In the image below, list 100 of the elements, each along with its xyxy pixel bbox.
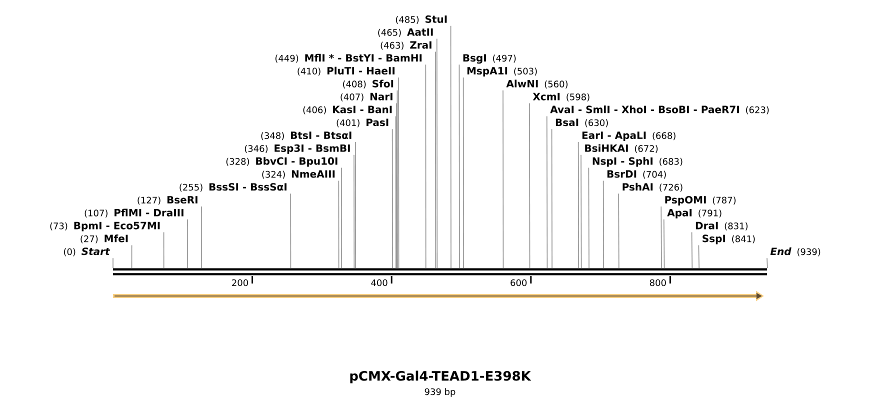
site-label: End: [770, 247, 792, 256]
leader-line: [450, 26, 452, 268]
site-position: (401): [336, 119, 360, 128]
leader-line: [664, 219, 665, 268]
site-label: SspI: [702, 234, 726, 244]
site-label: BsaI: [556, 118, 578, 126]
site-label: AvaI - SmlI - XhoI - BsoBI - PaeR7I: [550, 106, 739, 114]
site-position: (408): [343, 80, 366, 88]
site-position: (939): [797, 248, 820, 256]
site-label: BbvCI - Bpu10I: [256, 157, 338, 167]
site-label: BseRI: [167, 196, 198, 204]
leader-line: [355, 142, 356, 268]
site-label: AlwNI: [506, 80, 538, 88]
leader-line: [435, 51, 436, 268]
site-position: (463): [380, 42, 404, 50]
leader-line: [458, 64, 460, 268]
site-label: BssSI - BssSαI: [209, 183, 286, 191]
site-position: (449): [275, 54, 298, 63]
site-label: Start: [82, 248, 110, 256]
site-label: PluTI - HaeII: [327, 66, 394, 75]
site-label: AatII: [407, 28, 433, 36]
leader-line: [187, 219, 188, 268]
leader-line: [436, 38, 438, 268]
site-label: NarI: [370, 92, 392, 100]
site-label: StuI: [426, 15, 447, 23]
site-position: (328): [226, 158, 250, 166]
site-label: DraI: [696, 222, 718, 230]
site-position: (831): [724, 222, 748, 230]
site-position: (503): [514, 68, 537, 76]
site-position: (73): [50, 222, 68, 230]
site-label: BsiHKAI: [585, 144, 628, 152]
site-label: BsgI: [463, 54, 486, 64]
site-position: (672): [634, 144, 658, 153]
site-label: BtsI - BtsαI: [291, 132, 352, 140]
site-label: NspI - SphI: [592, 157, 652, 167]
site-position: (107): [84, 209, 108, 218]
site-position: (726): [660, 184, 682, 192]
map-title: pCMX-Gal4-TEAD1-E398K: [350, 370, 532, 384]
leader-line: [112, 258, 114, 268]
site-position: (787): [712, 196, 736, 205]
site-position: (465): [378, 28, 401, 37]
site-position: (683): [660, 158, 682, 166]
leader-line: [396, 90, 398, 268]
leader-line: [660, 206, 662, 268]
leader-line: [698, 244, 700, 268]
site-position: (630): [585, 119, 608, 128]
leader-line: [580, 154, 582, 268]
leader-line: [131, 244, 132, 268]
site-label: Esp3I - BsmBI: [274, 144, 350, 154]
site-position: (841): [732, 235, 755, 244]
leader-line: [201, 206, 202, 268]
site-position: (598): [566, 93, 590, 102]
site-position: (668): [652, 132, 676, 140]
site-label: KasI - BanI: [333, 106, 392, 114]
site-label: ApaI: [667, 209, 692, 218]
site-position: (27): [80, 235, 98, 244]
site-label: BsrDI: [607, 170, 636, 178]
leader-line: [578, 142, 580, 268]
site-label: XcmI: [532, 92, 560, 100]
sequence-bar: [112, 268, 768, 276]
site-position: (255): [180, 184, 202, 192]
leader-line: [462, 77, 464, 268]
site-label: NmeAIII: [292, 170, 335, 178]
site-label: PflMI - DraIII: [114, 208, 184, 216]
site-label: BpmI - Eco57MI: [74, 222, 160, 232]
leader-line: [354, 154, 355, 268]
site-label: PspOMI: [665, 196, 706, 206]
site-position: (497): [493, 54, 516, 63]
site-position: (560): [544, 80, 568, 88]
site-label: MfeI: [104, 234, 128, 242]
site-position: (346): [244, 144, 268, 153]
leader-line: [338, 180, 340, 268]
site-position: (407): [340, 93, 364, 102]
leader-line: [546, 116, 548, 268]
site-position: (324): [262, 170, 285, 179]
site-label: SfoI: [372, 80, 394, 88]
site-position: (127): [138, 196, 160, 205]
site-position: (623): [746, 106, 769, 114]
site-label: MspA1I: [467, 67, 508, 76]
leader-line: [398, 77, 400, 268]
leader-line: [588, 167, 590, 268]
site-position: (406): [303, 106, 326, 114]
site-position: (704): [643, 170, 666, 179]
leader-line: [618, 193, 620, 268]
leader-line: [392, 128, 393, 268]
site-label: EarI - ApaLI: [582, 132, 646, 141]
leader-line: [691, 232, 693, 268]
site-position: (485): [396, 16, 419, 24]
leader-line: [602, 180, 604, 268]
site-position: (410): [298, 68, 320, 76]
leader-line: [502, 90, 504, 268]
leader-line: [425, 64, 426, 268]
leader-line: [341, 167, 342, 268]
leader-line: [396, 102, 398, 268]
leader-line: [163, 232, 164, 268]
site-label: PasI: [366, 118, 388, 126]
site-label: PshAI: [622, 182, 653, 191]
site-position: (0): [64, 248, 76, 256]
leader-line: [766, 258, 768, 268]
leader-line: [290, 193, 292, 268]
